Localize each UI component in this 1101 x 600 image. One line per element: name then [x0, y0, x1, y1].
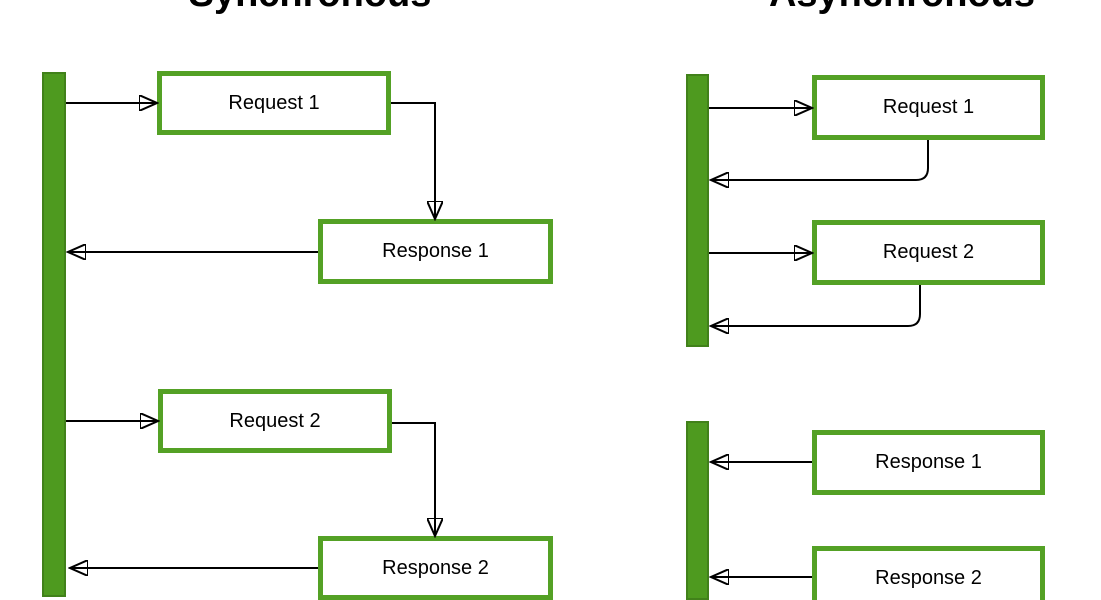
async-response-1-label: Response 1: [875, 451, 982, 473]
async-request-2-label: Request 2: [882, 241, 975, 263]
sync-request-1-box: Request 1: [157, 71, 391, 135]
sync-lifeline-bar: [42, 72, 66, 597]
async-response-1-box: Response 1: [812, 430, 1045, 495]
sync-request-2-box: Request 2: [158, 389, 392, 453]
async-response-2-box: Response 2: [812, 546, 1045, 600]
sync-request-1-label: Request 1: [228, 91, 320, 114]
async-request-1-box: Request 1: [812, 75, 1045, 140]
async-request-2-box: Request 2: [812, 220, 1045, 285]
async-request-lifeline-bar: [686, 74, 709, 347]
sync-response-1-label: Response 1: [382, 240, 489, 262]
sync-response-2-box: Response 2: [318, 536, 553, 600]
async-response-lifeline-bar: [686, 421, 709, 600]
async-response-2-label: Response 2: [875, 567, 982, 589]
sync-response-1-box: Response 1: [318, 219, 553, 284]
sync-title: Synchronous: [110, 0, 510, 13]
sync-response-2-label: Response 2: [382, 556, 489, 579]
async-title: Asynchronous: [702, 0, 1101, 13]
async-request2-return-arrow: [711, 285, 921, 326]
sync-request-2-label: Request 2: [229, 409, 321, 432]
sync-request2-to-response2-arrow: [392, 422, 435, 536]
async-request-1-label: Request 1: [882, 96, 975, 118]
sync-request1-to-response1-arrow: [391, 102, 435, 219]
async-request1-return-arrow: [711, 140, 929, 180]
